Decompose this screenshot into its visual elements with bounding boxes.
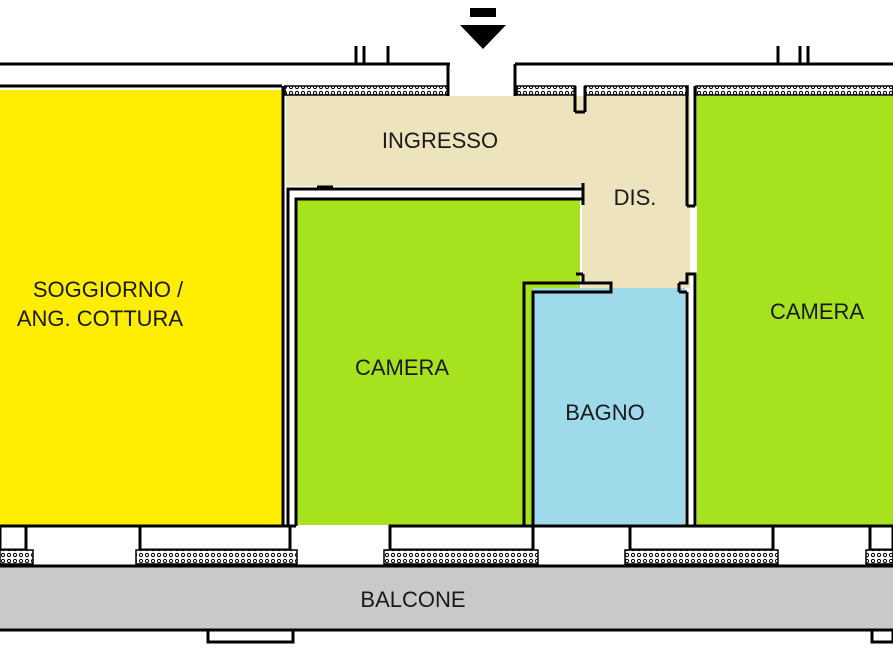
interior-walls xyxy=(281,86,697,526)
label-camera-right: CAMERA xyxy=(770,299,864,324)
label-soggiorno-line2: ANG. COTTURA xyxy=(17,306,184,331)
label-balcone: BALCONE xyxy=(360,587,465,612)
label-soggiorno-line1: SOGGIORNO / xyxy=(33,277,184,302)
balcony-railing xyxy=(0,628,893,644)
label-disimpegno: DIS. xyxy=(614,185,657,210)
label-ingresso: INGRESSO xyxy=(382,128,498,153)
room-camera-right xyxy=(697,96,893,525)
room-balcone xyxy=(0,567,893,630)
room-ingresso xyxy=(286,96,575,186)
entrance-arrow-icon xyxy=(460,8,506,49)
label-camera-center: CAMERA xyxy=(355,355,449,380)
room-soggiorno xyxy=(0,90,283,526)
room-disimpegno xyxy=(575,96,690,288)
room-bagno xyxy=(533,288,685,525)
exterior-wall-top xyxy=(0,46,893,114)
label-bagno: BAGNO xyxy=(565,400,644,425)
exterior-wall-bottom xyxy=(0,524,893,568)
